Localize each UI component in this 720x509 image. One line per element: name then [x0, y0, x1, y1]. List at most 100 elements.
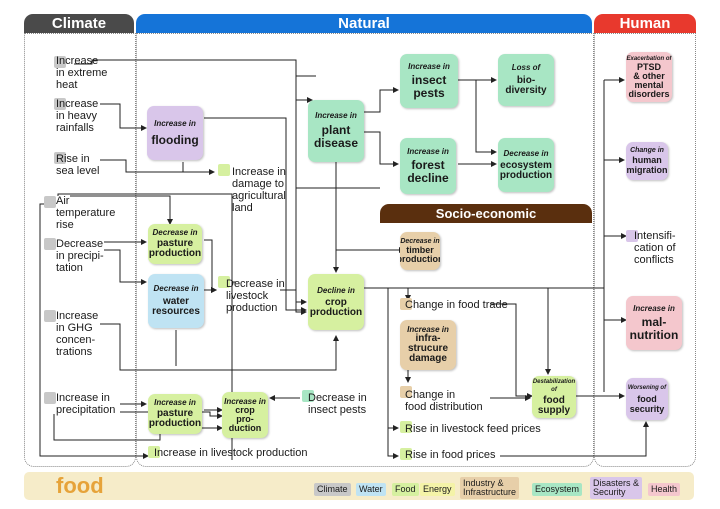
pasture-decrease-main: pasture production — [148, 238, 202, 259]
ghg-label: Increase in GHG concen- trations — [56, 310, 99, 358]
crop-production-increase-box: Increase in crop pro- duction — [222, 392, 268, 438]
ghg-chip — [44, 310, 56, 322]
forest-decline-main: forest decline — [407, 157, 449, 185]
extreme-heat-chip — [54, 56, 66, 68]
insect-pests-box: Increase in insect pests — [400, 54, 458, 108]
food-title: food — [56, 473, 104, 498]
biodiversity-main: bio- diversity — [505, 75, 547, 96]
air-temp-label: Air temperature rise — [56, 195, 116, 231]
biodiversity-box: Loss of bio- diversity — [498, 54, 554, 106]
legend-water: Water — [356, 483, 386, 496]
climate-header: Climate — [24, 14, 134, 33]
natural-header: Natural — [136, 14, 592, 33]
legend-industry: Industry & Infrastructure — [460, 477, 520, 499]
crop-increase-top: Increase in — [224, 396, 266, 406]
legend-climate: Climate — [314, 483, 351, 496]
heavy-rainfalls-label: Increase in heavy rainfalls — [56, 98, 99, 134]
food-trade-label: Change in food trade — [405, 299, 508, 311]
insect-pests-top: Increase in — [408, 61, 450, 71]
heavy-rainfalls-chip — [54, 98, 66, 110]
crop-production-main: crop production — [309, 296, 363, 318]
food-supply-main: food supply — [537, 395, 571, 416]
sea-level-chip — [54, 152, 66, 164]
food-supply-box: Destabilization of food supply — [532, 376, 576, 418]
migration-main: human migration — [626, 155, 668, 175]
timber-production-box: Decrease in timber production — [400, 232, 440, 270]
plant-disease-top: Increase in — [315, 111, 357, 120]
legend-energy: Energy — [420, 483, 455, 496]
crop-production-top: Decline in — [317, 285, 355, 295]
ecosystem-production-top: Decrease in — [503, 148, 549, 158]
increase-livestock-chip — [148, 446, 160, 458]
pasture-production-increase-box: Increase in pasture production — [148, 394, 202, 434]
food-distribution-label: Change in food distribution — [405, 389, 483, 413]
increase-precip-chip — [44, 392, 56, 404]
water-resources-box: Decrease in water resources — [148, 274, 204, 328]
plant-disease-main: plant disease — [313, 123, 359, 150]
food-distribution-chip — [400, 386, 412, 398]
decrease-precip-chip — [44, 238, 56, 250]
legend-food: Food — [392, 483, 419, 496]
food-supply-top: Destabilization of — [532, 379, 576, 393]
livestock-label: Decrease in livestock production — [226, 278, 285, 314]
food-prices-chip — [400, 448, 412, 460]
food-trade-chip — [400, 298, 412, 310]
sea-level-label: Rise in sea level — [56, 153, 100, 177]
human-header: Human — [594, 14, 696, 33]
damage-land-chip — [218, 164, 230, 176]
timber-top: Decrease in — [400, 238, 440, 245]
increase-precip-label: Increase in precipitation — [56, 392, 116, 416]
malnutrition-main: mal- nutrition — [629, 314, 679, 342]
infrastructure-damage-box: Increase in infra- strucure damage — [400, 320, 456, 370]
flooding-top: Increase in — [154, 118, 196, 128]
malnutrition-box: Increase in mal- nutrition — [626, 296, 682, 350]
forest-decline-box: Increase in forest decline — [400, 138, 456, 194]
food-security-main: food security — [629, 394, 665, 414]
flooding-main: flooding — [151, 132, 199, 147]
malnutrition-top: Increase in — [633, 303, 675, 313]
damage-land-label: Increase in damage to agricultural land — [232, 166, 286, 214]
migration-top: Change in — [630, 147, 664, 154]
conflicts-chip — [626, 230, 638, 242]
crop-increase-main: crop pro- duction — [228, 404, 262, 433]
forest-decline-top: Increase in — [407, 146, 449, 156]
feed-prices-label: Rise in livestock feed prices — [405, 423, 541, 435]
ecosystem-production-main: ecosystem production — [499, 159, 553, 181]
insect-pests-main: insect pests — [411, 72, 447, 100]
food-security-top: Worsening of — [627, 385, 667, 391]
legend-ecosystem: Ecosystem — [532, 483, 583, 496]
water-resources-top: Decrease in — [153, 284, 199, 293]
plant-disease-box: Increase in plant disease — [308, 100, 364, 162]
climate-column — [24, 33, 136, 467]
migration-box: Change in human migration — [626, 142, 668, 180]
decrease-pests-chip — [302, 390, 314, 402]
livestock-chip — [218, 276, 230, 288]
crop-production-box: Decline in crop production — [308, 274, 364, 330]
ptsd-top: Exacerbation of — [626, 56, 672, 62]
biodiversity-top: Loss of — [511, 63, 541, 72]
ptsd-box: Exacerbation of PTSD & other mental diso… — [626, 52, 672, 102]
legend-health: Health — [648, 483, 681, 496]
infrastructure-main: infra- strucure damage — [407, 333, 448, 364]
legend-disasters: Disasters & Security — [590, 477, 643, 499]
feed-prices-chip — [400, 421, 412, 433]
ptsd-main: PTSD & other mental disorders — [628, 62, 670, 99]
pasture-increase-main: pasture production — [148, 408, 202, 429]
socio-economic-header: Socio-economic — [380, 204, 592, 223]
timber-main: timber production — [400, 245, 440, 264]
water-resources-main: water resources — [152, 296, 200, 317]
decrease-precip-label: Decrease in precipi- tation — [56, 238, 104, 274]
human-column — [594, 33, 696, 467]
conflicts-label: Intensifi- cation of conflicts — [634, 230, 676, 266]
ecosystem-production-box: Decrease in ecosystem production — [498, 138, 554, 192]
natural-column — [136, 33, 594, 467]
pasture-decrease-top: Decrease in — [152, 228, 198, 237]
food-prices-label: Rise in food prices — [405, 449, 496, 461]
decrease-pests-label: Decrease in insect pests — [308, 392, 367, 416]
air-temp-chip — [44, 196, 56, 208]
food-security-box: Worsening of food security — [626, 378, 668, 420]
infrastructure-top: Increase in — [407, 325, 449, 334]
pasture-increase-top: Increase in — [154, 398, 196, 407]
increase-livestock-label: Increase in livestock production — [154, 447, 308, 459]
